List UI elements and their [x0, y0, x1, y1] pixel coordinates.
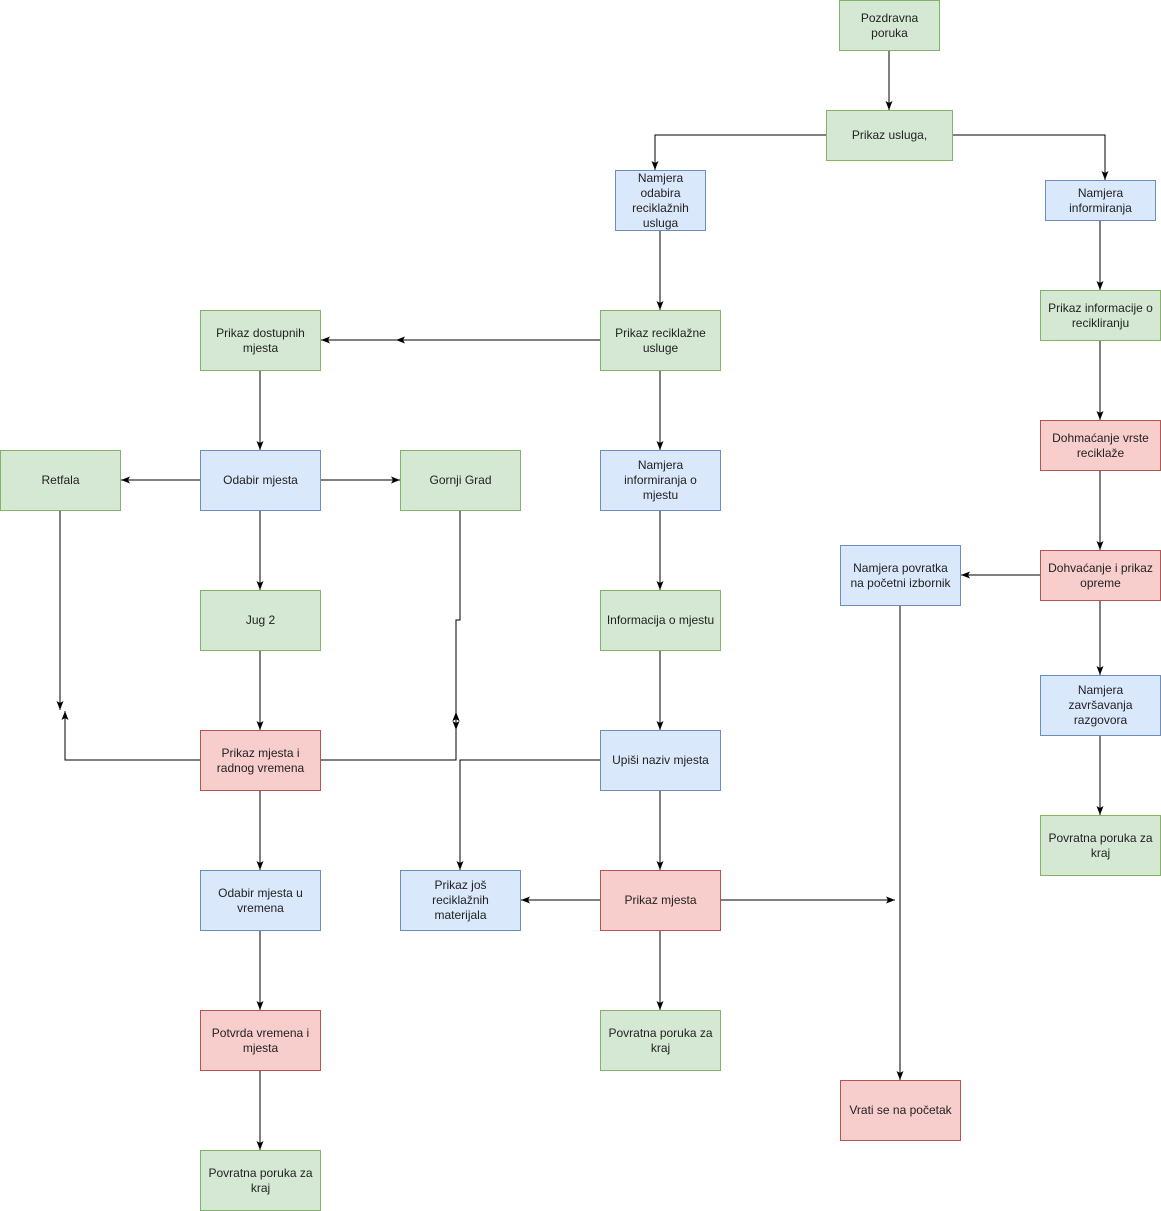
node-prikaz-mjesta-radnog-vremena: Prikaz mjesta i radnog vremena: [200, 730, 321, 791]
edge-dohmacanje-dohvacanje-arrowhead: [1096, 541, 1104, 550]
node-upisi-naziv-mjesta: Upiši naziv mjesta: [600, 730, 721, 791]
node-prikaz-reciklazne-usluge: Prikaz reciklažne usluge: [600, 310, 721, 371]
node-prikaz-mjesta: Prikaz mjesta: [600, 870, 721, 931]
node-namjera-povratka: Namjera povratka na početni izbornik: [840, 545, 961, 606]
edge-prikazmv-odabirmv-arrowhead: [256, 861, 264, 870]
edge-prikaz-right: [321, 712, 457, 761]
node-namjera-odabira: Namjera odabira reciklažnih usluga: [615, 170, 706, 231]
edge-prikaz-left: [64, 711, 200, 761]
edge-informiranja-prikaz-arrowhead: [1096, 281, 1104, 290]
edge-upisi-jos-arrowhead: [456, 861, 464, 870]
edge-prikaz-jos-arrowhead: [521, 896, 530, 904]
node-prikaz-informacije-recikliranju: Prikaz informacije o recikliranju: [1040, 290, 1161, 341]
node-odabir-mjesta-vremena: Odabir mjesta u vremena: [200, 870, 321, 931]
node-pozdravna-poruka: Pozdravna poruka: [839, 0, 940, 51]
edge-recikl-dostupnih-arrowhead: [321, 336, 330, 344]
node-informacija-o-mjestu: Informacija o mjestu: [600, 590, 721, 651]
edge-usluga-odabira-arrowhead: [651, 161, 659, 170]
edge-dohvacanje-povratka-arrowhead: [961, 571, 970, 579]
node-povratna-poruka-mid: Povratna poruka za kraj: [600, 1010, 721, 1071]
edge-zavrsavanja-povratna-arrowhead: [1096, 806, 1104, 815]
node-retfala: Retfala: [0, 450, 121, 511]
edge-gornji-junction-arrowhead: [452, 712, 460, 721]
edge-prikaz-left-arrowhead: [61, 711, 69, 720]
edge-usluga-informiranja-arrowhead: [1101, 171, 1109, 180]
edge-prikaz-right-out-arrowhead: [886, 896, 895, 904]
edge-prikaz-povratna-arrowhead: [656, 1001, 664, 1010]
node-dohmacanje-vrste: Dohmaćanje vrste reciklaže: [1040, 420, 1161, 471]
edge-usluga-odabira: [654, 134, 826, 170]
edge-gornji-down: [455, 511, 461, 730]
edge-upisi-jos: [459, 759, 600, 870]
edge-usluga-informiranja: [953, 134, 1106, 180]
edge-retfala-down-arrowhead: [56, 701, 64, 710]
edge-povratka-vrati-arrowhead: [896, 1071, 904, 1080]
edge-recikl-dostupnih-mid-arrowhead: [396, 336, 405, 344]
edge-odabir-gornji-arrowhead: [391, 476, 400, 484]
edge-jug-prikaz-arrowhead: [256, 721, 264, 730]
edge-prikazinfo-dohmacanje-arrowhead: [1096, 411, 1104, 420]
edge-namjerainfo-informacija-arrowhead: [656, 581, 664, 590]
node-odabir-mjesta: Odabir mjesta: [200, 450, 321, 511]
edge-odabir-jug-arrowhead: [256, 581, 264, 590]
edge-dohvacanje-zavrsavanja-arrowhead: [1096, 666, 1104, 675]
node-dohvacanje-opreme: Dohvaćanje i prikaz opreme: [1040, 550, 1161, 601]
edge-informacija-upisi-arrowhead: [656, 721, 664, 730]
edge-pozdravna-usluga-arrowhead: [885, 101, 893, 110]
node-potvrda-vremena: Potvrda vremena i mjesta: [200, 1010, 321, 1071]
edge-odabirmv-potvrda-arrowhead: [256, 1001, 264, 1010]
node-povratna-poruka-left: Povratna poruka za kraj: [200, 1150, 321, 1211]
node-povratna-poruka-right: Povratna poruka za kraj: [1040, 815, 1161, 876]
edge-recikl-namjerainfo-arrowhead: [656, 441, 664, 450]
edge-potvrda-povratna-arrowhead: [256, 1141, 264, 1150]
node-prikaz-jos-materijala: Prikaz još reciklažnih materijala: [400, 870, 521, 931]
node-jug-2: Jug 2: [200, 590, 321, 651]
node-namjera-informiranja-mjestu: Namjera informiranja o mjestu: [600, 450, 721, 511]
edge-odabir-retfala-arrowhead: [121, 476, 130, 484]
edge-odabira-recikl-arrowhead: [656, 301, 664, 310]
node-gornji-grad: Gornji Grad: [400, 450, 521, 511]
edge-dostupnih-odabir-arrowhead: [256, 441, 264, 450]
node-prikaz-dostupnih-mjesta: Prikaz dostupnih mjesta: [200, 310, 321, 371]
node-prikaz-usluga: Prikaz usluga,: [826, 110, 953, 161]
edge-upisi-prikaz-arrowhead: [656, 861, 664, 870]
node-namjera-zavrsavanja: Namjera završavanja razgovora: [1040, 675, 1161, 736]
node-namjera-informiranja: Namjera informiranja: [1045, 180, 1156, 221]
node-vrati-se-na-pocetak: Vrati se na početak: [840, 1080, 961, 1141]
